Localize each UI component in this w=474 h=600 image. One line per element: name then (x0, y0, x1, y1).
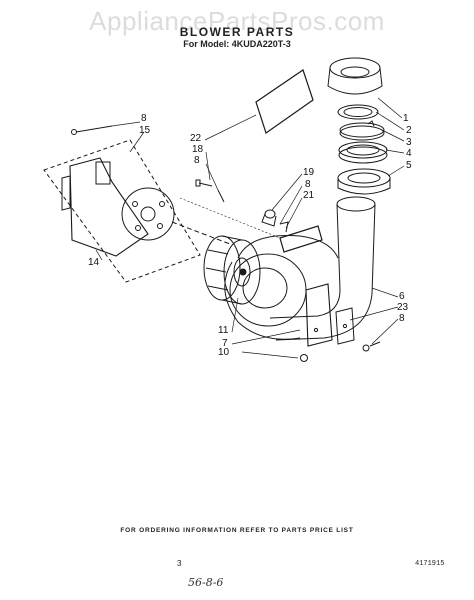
callout-22: 22 (190, 133, 202, 144)
page-title: BLOWER PARTS (179, 25, 295, 39)
mounting-bracket (305, 283, 355, 347)
callout-8-right: 8 (305, 179, 311, 190)
callout-1: 1 (403, 113, 409, 124)
ordering-info-note: FOR ORDERING INFORMATION REFER TO PARTS … (120, 527, 354, 534)
handwritten-note: 56-8-6 (188, 576, 224, 589)
callout-7: 7 (222, 338, 228, 349)
fasteners (71, 125, 381, 362)
watermark-text: AppliancePartsPros.com (89, 6, 385, 36)
callout-4: 4 (406, 148, 412, 159)
blower-duct-housing (224, 196, 376, 341)
callout-21: 21 (303, 190, 315, 201)
callout-19: 19 (303, 167, 315, 178)
callout-23: 23 (397, 302, 409, 313)
page-number: 3 (177, 559, 182, 568)
cap-ring-stack (327, 57, 391, 195)
callout-6: 6 (399, 291, 405, 302)
document-number: 4171915 (415, 560, 445, 568)
callout-18: 18 (192, 144, 204, 155)
callout-3: 3 (406, 137, 412, 148)
callout-2: 2 (406, 125, 412, 136)
callout-15: 15 (139, 125, 151, 136)
callout-8-middle: 8 (194, 155, 200, 166)
blower-wheel-part (203, 235, 261, 305)
callout-8-left: 8 (141, 113, 147, 124)
callout-11: 11 (218, 325, 229, 336)
leader-lines (95, 97, 405, 359)
callout-8-lower: 8 (399, 313, 405, 324)
callout-14: 14 (88, 257, 100, 268)
label-plate-part (255, 69, 314, 134)
callout-10: 10 (218, 347, 230, 358)
callout-5: 5 (406, 160, 412, 171)
motor-mount-group (43, 139, 281, 283)
model-line: For Model: 4KUDA220T-3 (183, 39, 291, 49)
